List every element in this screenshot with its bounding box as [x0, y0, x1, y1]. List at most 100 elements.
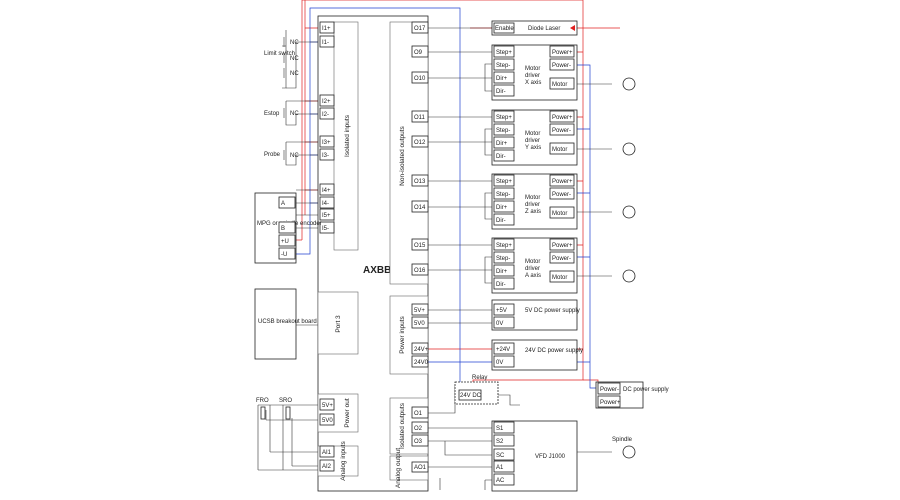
- vfd-pin-3-label: A1: [496, 465, 504, 471]
- vfd-pin-4-label: AC: [496, 478, 505, 484]
- power-in-1-label: 5V0: [414, 321, 425, 327]
- power-in-3-label: 24V0: [414, 360, 429, 366]
- non-isolated-outputs-label: Non-isolated outputs: [399, 125, 406, 185]
- driver-pin-label: Step-: [496, 192, 510, 198]
- nc-label: NC: [290, 153, 299, 159]
- iso-output-0: O1: [411, 406, 429, 419]
- driver-pin: Step+: [493, 238, 515, 251]
- psu5-pin-pos: +5V: [493, 303, 515, 316]
- vfd-pin-2-label: SC: [496, 453, 505, 459]
- output-o13-label: O13: [414, 179, 426, 185]
- output-o15-label: O15: [414, 243, 426, 249]
- motor-x-icon: [622, 77, 636, 91]
- driver-pin-label: Dir+: [496, 205, 508, 211]
- encoder-pin-1-label: B: [281, 226, 285, 232]
- nc-label: NC: [290, 71, 299, 77]
- output-o9-label: O9: [414, 50, 423, 56]
- driver-pin-label: Dir+: [496, 269, 508, 275]
- iso-output-0-label: O1: [414, 411, 423, 417]
- dc-supply-pin-neg-label: Power-: [600, 387, 619, 393]
- input-i5-pos-label: I5+: [322, 213, 331, 219]
- driver-pin: Dir-: [493, 149, 515, 162]
- encoder-pin-2: +U: [278, 234, 296, 247]
- analog-input-0-label: AI1: [322, 450, 332, 456]
- driver-power-pos: Power+: [549, 238, 575, 251]
- motor-driver-3: Step+Step-Dir+Dir-Power+Power-MotorMotor…: [491, 237, 578, 294]
- input-i3-neg-label: I3-: [322, 153, 329, 159]
- encoder-pin-2-label: +U: [281, 239, 289, 245]
- output-o16: O16: [411, 263, 429, 276]
- limit-switch-label: Limit switch: [264, 51, 295, 57]
- motor-drivers: Step+Step-Dir+Dir-Power+Power-MotorMotor…: [491, 44, 578, 294]
- driver-pin: Dir-: [493, 277, 515, 290]
- encoder-pin-0-label: A: [281, 201, 285, 207]
- vfd-label: VFD J1000: [535, 454, 566, 460]
- driver-power-pos: Power+: [549, 45, 575, 58]
- driver-pin: Step-: [493, 251, 515, 264]
- psu5-label: 5V DC power supply: [525, 308, 580, 314]
- driver-pin: Dir+: [493, 200, 515, 213]
- driver-motor-label: Motor: [552, 147, 567, 153]
- driver-pin-label: Dir+: [496, 76, 508, 82]
- spindle-motor-icon: [622, 445, 636, 459]
- encoder-pin-0: A: [278, 196, 296, 209]
- driver-power-pos-label: Power+: [552, 243, 573, 249]
- driver-pin: Dir-: [493, 84, 515, 97]
- output-o14-label: O14: [414, 205, 426, 211]
- power-out-0-label: 5V+: [322, 403, 333, 409]
- driver-label: Motor: [525, 66, 540, 72]
- psu24-pin-pos: +24V: [493, 342, 515, 355]
- driver-pin-label: Step+: [496, 243, 512, 249]
- driver-pin-label: Step-: [496, 128, 510, 134]
- driver-pin: Dir+: [493, 71, 515, 84]
- dc-supply-pin-pos-label: Power+: [600, 400, 621, 406]
- power-in-0: 5V+: [411, 303, 429, 316]
- driver-label: Motor: [525, 195, 540, 201]
- nc-switch: NC: [283, 68, 299, 78]
- vfd-pin-2: SC: [493, 448, 515, 461]
- motor-a-icon: [622, 269, 636, 283]
- driver-label-line3: Z axis: [525, 209, 541, 215]
- isolated-inputs-label: Isolated inputs: [344, 114, 351, 157]
- psu24-label: 24V DC power supply: [525, 348, 583, 354]
- output-o13: O13: [411, 174, 429, 187]
- input-terminals: I1+I1-I2+I2-I3+I3-I4+I4-I5+I5-: [319, 21, 335, 234]
- driver-label-line3: A axis: [525, 273, 541, 279]
- motor-icons: [622, 77, 636, 283]
- power-out-0: 5V+: [319, 398, 335, 411]
- driver-pin: Step-: [493, 187, 515, 200]
- output-o17-label: O17: [414, 26, 426, 32]
- dc-supply-pin-pos: Power+: [597, 395, 621, 408]
- driver-power-neg: Power-: [549, 187, 575, 200]
- ucsb-block: UCSB breakout board: [254, 288, 317, 360]
- driver-pin-label: Dir-: [496, 89, 506, 95]
- spindle-label: Spindle: [612, 437, 633, 443]
- power-out-label: Power out: [344, 398, 351, 427]
- input-i2-neg-label: I2-: [322, 112, 329, 118]
- driver-label-line2: driver: [525, 202, 540, 208]
- driver-pin-label: Step+: [496, 115, 512, 121]
- power-inputs-label: Power inputs: [399, 315, 406, 353]
- driver-power-neg: Power-: [549, 123, 575, 136]
- psu5-pin-neg: 0V: [493, 316, 515, 329]
- iso-output-2-label: O3: [414, 439, 423, 445]
- input-i1-neg-label: I1-: [322, 40, 329, 46]
- driver-power-pos: Power+: [549, 174, 575, 187]
- fro-label: FRO: [256, 398, 269, 404]
- analog-input-1-label: AI2: [322, 464, 332, 470]
- psu24-pin-neg: 0V: [493, 355, 515, 368]
- driver-power-neg-label: Power-: [552, 192, 571, 198]
- driver-power-pos-label: Power+: [552, 115, 573, 121]
- isolated-outputs-label: Isolated outputs: [399, 402, 406, 449]
- output-o14: O14: [411, 200, 429, 213]
- laser-enable-label: Enable: [495, 26, 514, 32]
- iso-output-1: O2: [411, 421, 429, 434]
- vfd-pin-0: S1: [493, 421, 515, 434]
- encoder-pin-3: -U: [278, 247, 296, 260]
- probe-label: Probe: [264, 152, 281, 158]
